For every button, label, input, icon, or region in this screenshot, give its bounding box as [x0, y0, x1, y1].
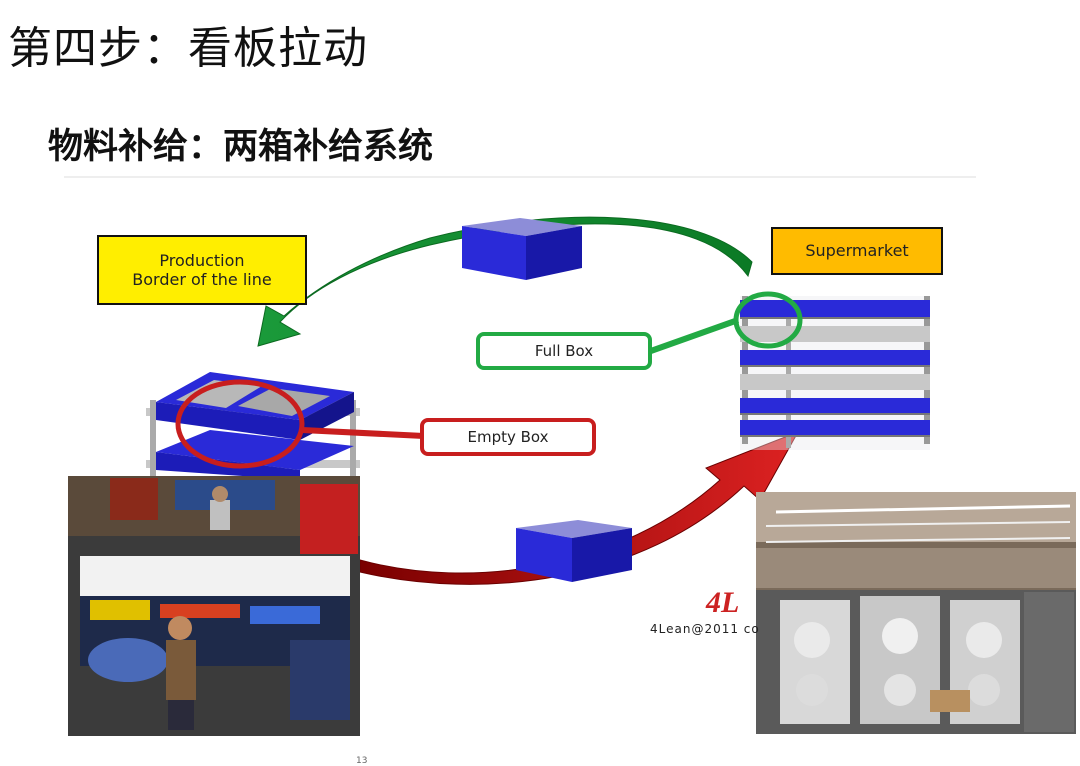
- full-box-label: Full Box: [534, 342, 594, 360]
- production-label: Production Border of the line: [132, 250, 272, 289]
- supermarket-label-box: [771, 227, 943, 275]
- top-blue-bin: [462, 218, 582, 280]
- 4lean-logo: 4L: [705, 586, 739, 619]
- full-box-label-box: [476, 332, 652, 370]
- copyright-text: 4Lean@2011 co: [650, 622, 760, 636]
- production-workstation-photo: [68, 476, 360, 736]
- page-subtitle: 物料补给：两箱补给系统: [48, 127, 434, 167]
- supermarket-label: Supermarket: [805, 241, 909, 261]
- bottom-blue-bin: [516, 520, 632, 582]
- green-flow-arrow: [257, 216, 753, 347]
- empty-box-label: Empty Box: [467, 428, 549, 446]
- warehouse-supermarket-photo: [756, 492, 1076, 734]
- empty-box-label-box: [420, 418, 596, 456]
- empty-box-highlight: [175, 379, 305, 469]
- page-title: 第四步：看板拉动: [8, 23, 368, 74]
- production-label-box: [97, 235, 307, 305]
- supermarket-rack: [740, 296, 930, 450]
- page-number: 13: [356, 756, 368, 766]
